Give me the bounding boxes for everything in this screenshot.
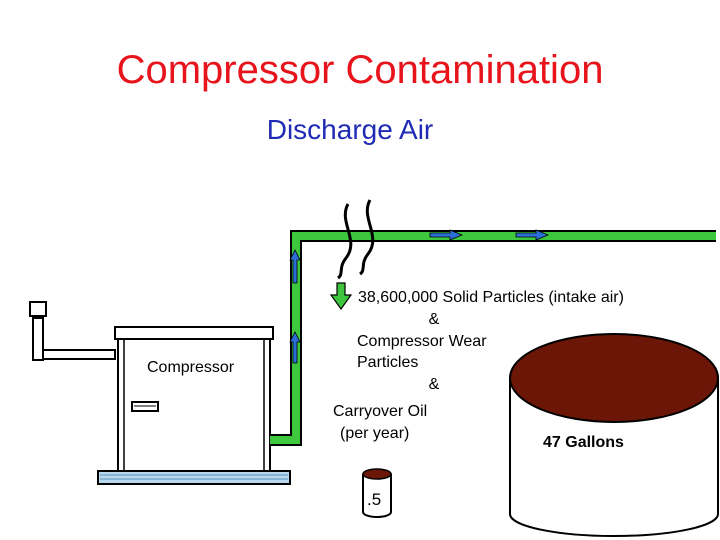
contaminant-line-7: (per year) — [340, 425, 410, 442]
intake-inlet — [29, 301, 116, 361]
contaminant-line-4: Particles — [357, 354, 419, 371]
contaminant-line-3: Compressor Wear — [357, 333, 487, 350]
flow-arrow-up-1 — [289, 249, 301, 284]
page-title: Compressor Contamination — [116, 48, 604, 92]
flow-arrow-right-2 — [515, 229, 550, 241]
flow-arrow-up-2 — [289, 331, 301, 364]
small-oil-container — [362, 468, 392, 518]
large-oil-container — [509, 333, 719, 537]
compressor-unit — [97, 326, 291, 485]
flow-arrow-right-1 — [429, 229, 464, 241]
contaminant-line-1: 38,600,000 Solid Particles (intake air) — [358, 289, 624, 306]
large-container-label: 47 Gallons — [543, 434, 624, 451]
contaminant-line-6: Carryover Oil — [333, 403, 428, 420]
small-container-label: .5 — [367, 490, 382, 509]
contaminant-down-arrow — [329, 282, 353, 311]
contaminant-line-2: & — [428, 311, 440, 328]
contaminant-line-5: & — [428, 376, 440, 393]
compressor-label: Compressor — [147, 359, 235, 376]
page-subtitle: Discharge Air — [266, 114, 434, 145]
heat-wave-icon — [337, 199, 375, 280]
